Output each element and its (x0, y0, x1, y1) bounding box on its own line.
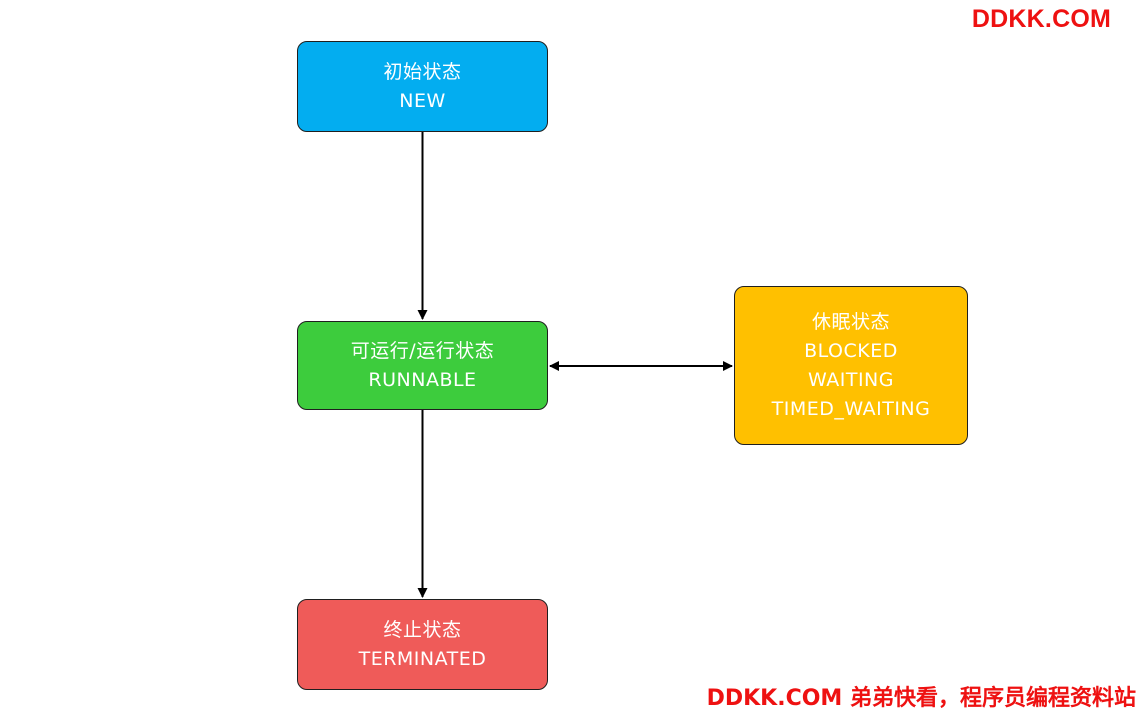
node-terminated: 终止状态 TERMINATED (297, 599, 548, 690)
node-runnable-label-en: RUNNABLE (368, 368, 477, 391)
node-new: 初始状态 NEW (297, 41, 548, 132)
node-blocked-label-blocked: BLOCKED (804, 339, 898, 362)
node-blocked-label-timed-waiting: TIMED_WAITING (771, 397, 931, 420)
node-runnable-label-zh: 可运行/运行状态 (350, 339, 495, 362)
node-new-label-zh: 初始状态 (383, 60, 462, 83)
node-terminated-label-en: TERMINATED (358, 647, 487, 670)
node-terminated-label-zh: 终止状态 (383, 618, 462, 641)
node-blocked-label-waiting: WAITING (808, 368, 894, 391)
node-new-label-en: NEW (399, 89, 446, 112)
node-runnable: 可运行/运行状态 RUNNABLE (297, 321, 548, 410)
watermark-top: DDKK.COM (971, 5, 1111, 33)
watermark-bottom: DDKK.COM 弟弟快看，程序员编程资料站 (706, 686, 1136, 711)
node-blocked: 休眠状态 BLOCKED WAITING TIMED_WAITING (734, 286, 968, 445)
node-blocked-label-zh: 休眠状态 (811, 310, 890, 333)
